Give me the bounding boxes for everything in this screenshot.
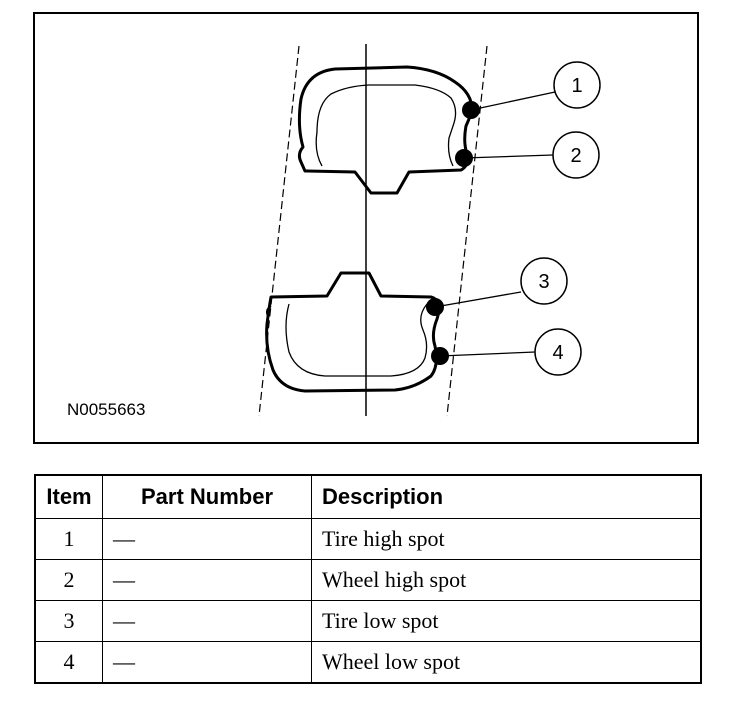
- figure-id-label: N0055663: [67, 400, 146, 419]
- upper-tire-inner: [315, 84, 457, 167]
- table-row: 2 — Wheel high spot: [34, 559, 702, 601]
- upper-tire-outline: [297, 65, 474, 195]
- figure-panel: 1 2 3 4 N0055663: [33, 12, 699, 444]
- callout-3: 3: [520, 257, 568, 305]
- callout-4-leader: [439, 351, 536, 357]
- callout-3-leader: [434, 291, 522, 308]
- svg-text:4: 4: [552, 342, 563, 364]
- callout-1-leader: [470, 91, 556, 111]
- lower-tire-inner: [285, 303, 428, 377]
- left-dashed-guide: [258, 45, 300, 417]
- table-row: 1 — Tire high spot: [34, 518, 702, 560]
- row-part-number: —: [102, 600, 312, 642]
- table-header-row: Item Part Number Description: [34, 474, 702, 519]
- row-part-number: —: [102, 559, 312, 601]
- row-description: Wheel low spot: [311, 641, 702, 684]
- row-description: Tire high spot: [311, 518, 702, 560]
- row-description: Wheel high spot: [311, 559, 702, 601]
- callout-4: 4: [534, 328, 582, 376]
- row-item: 4: [34, 641, 103, 684]
- table-row: 3 — Tire low spot: [34, 600, 702, 642]
- callout-2-leader: [463, 154, 554, 159]
- header-part-number: Part Number: [102, 474, 312, 519]
- row-part-number: —: [102, 641, 312, 684]
- svg-text:2: 2: [570, 145, 581, 167]
- row-item: 3: [34, 600, 103, 642]
- svg-text:3: 3: [538, 271, 549, 293]
- header-description: Description: [311, 474, 702, 519]
- lower-tire-outline: [265, 271, 441, 393]
- callout-1: 1: [553, 61, 601, 109]
- row-description: Tire low spot: [311, 600, 702, 642]
- table-row: 4 — Wheel low spot: [34, 641, 702, 684]
- row-item: 1: [34, 518, 103, 560]
- row-part-number: —: [102, 518, 312, 560]
- lower-tire-lip: [266, 305, 272, 317]
- row-item: 2: [34, 559, 103, 601]
- parts-table: Item Part Number Description 1 — Tire hi…: [34, 474, 702, 684]
- svg-text:1: 1: [571, 75, 582, 97]
- tire-wheel-diagram: 1 2 3 4: [258, 44, 601, 417]
- callout-2: 2: [552, 131, 600, 179]
- header-item: Item: [34, 474, 103, 519]
